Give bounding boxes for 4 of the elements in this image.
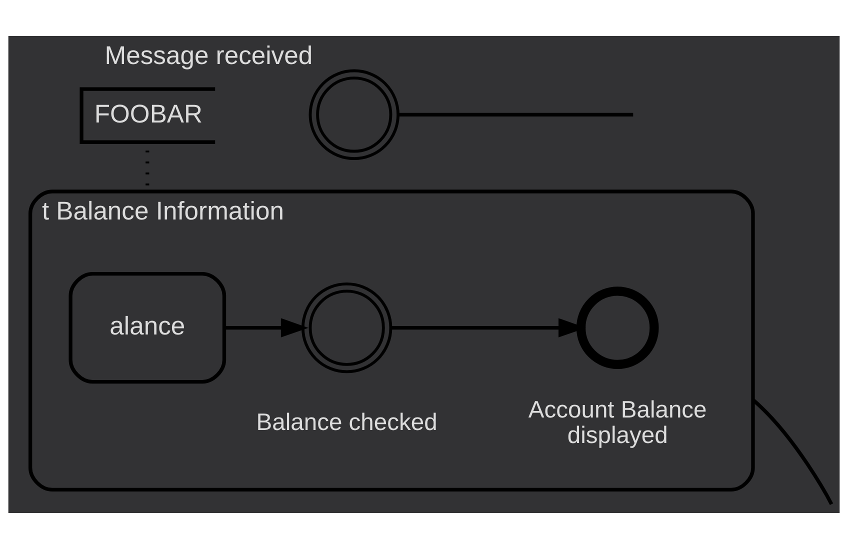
node-label: Account Balance displayed — [528, 396, 707, 448]
node-label: Message received — [104, 41, 313, 70]
node-text: FOOBAR — [94, 100, 202, 128]
node-label: Balance checked — [256, 408, 438, 436]
